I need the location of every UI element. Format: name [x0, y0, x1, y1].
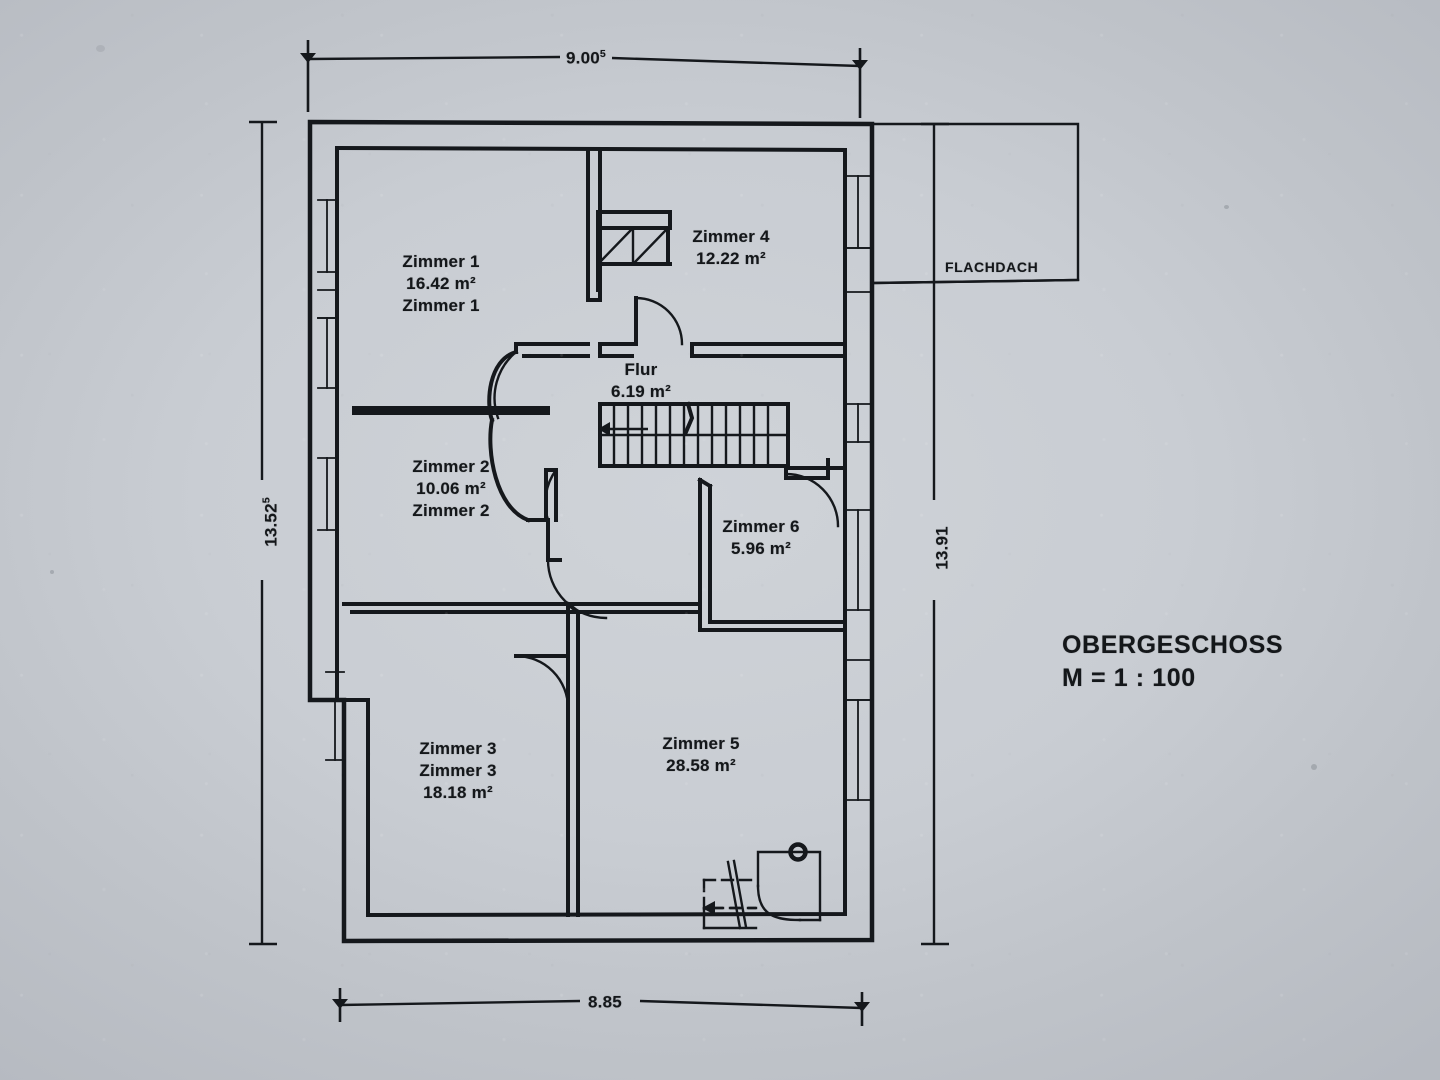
dimension-bottom [332, 988, 870, 1026]
room-area: 5.96 m² [731, 539, 791, 558]
room-label-zimmer-5: Zimmer 5 28.58 m² [662, 733, 739, 777]
room-name: Zimmer 1 [402, 252, 480, 271]
room-name: Zimmer 6 [722, 517, 800, 536]
flachdach-label: FLACHDACH [945, 259, 1039, 275]
room-label-zimmer-3: Zimmer 3 Zimmer 3 18.18 m² [419, 738, 496, 804]
room-name: Zimmer 3 [419, 739, 497, 758]
building-outer-wall [307, 119, 875, 944]
room-area: 16.42 m² [406, 274, 476, 293]
room-name-repeat: Zimmer 3 [419, 761, 497, 780]
room-label-flur: Flur 6.19 m² [611, 359, 671, 403]
dimension-top [300, 40, 868, 118]
dimension-label-top: 9.005 [566, 48, 606, 68]
room-label-zimmer-6: Zimmer 6 5.96 m² [722, 516, 799, 560]
windows-right-wall [844, 175, 873, 801]
room-label-zimmer-1: Zimmer 1 16.42 m² Zimmer 1 [402, 251, 479, 317]
lower-stair-run [702, 842, 822, 930]
room-area: 18.18 m² [423, 783, 493, 802]
paper-speck [96, 45, 105, 52]
paper-speck [50, 570, 54, 574]
room-name: Zimmer 5 [662, 734, 740, 753]
room-name-repeat: Zimmer 1 [402, 296, 480, 315]
interior-walls [342, 148, 847, 917]
paper-speck [1224, 205, 1229, 209]
room-label-zimmer-4: Zimmer 4 12.22 m² [692, 226, 769, 270]
room-label-zimmer-2: Zimmer 2 10.06 m² Zimmer 2 [412, 456, 489, 522]
room-area: 28.58 m² [666, 756, 736, 775]
dimension-label-right: 13.91 [932, 526, 952, 570]
staircase [598, 401, 790, 468]
room-area: 12.22 m² [696, 249, 766, 268]
title-block: OBERGESCHOSS M = 1 : 100 [1062, 629, 1283, 695]
room-area: 6.19 m² [611, 382, 671, 401]
window-symbol-zimmer-4 [596, 210, 672, 292]
room-name: Zimmer 2 [412, 457, 490, 476]
room-name: Zimmer 4 [692, 227, 770, 246]
flachdach-outline [870, 122, 1080, 285]
paper-speck [1311, 764, 1317, 770]
room-name-repeat: Zimmer 2 [412, 501, 490, 520]
dimension-label-bottom: 8.85 [588, 992, 622, 1012]
floor-title: OBERGESCHOSS [1062, 631, 1284, 659]
dimension-left [249, 120, 277, 946]
doors [493, 296, 840, 710]
room-name: Flur [624, 360, 658, 379]
scale-text: M = 1 : 100 [1062, 664, 1196, 692]
room-area: 10.06 m² [416, 479, 486, 498]
windows-left-wall [317, 199, 345, 761]
dimension-label-left: 13.525 [260, 497, 281, 547]
